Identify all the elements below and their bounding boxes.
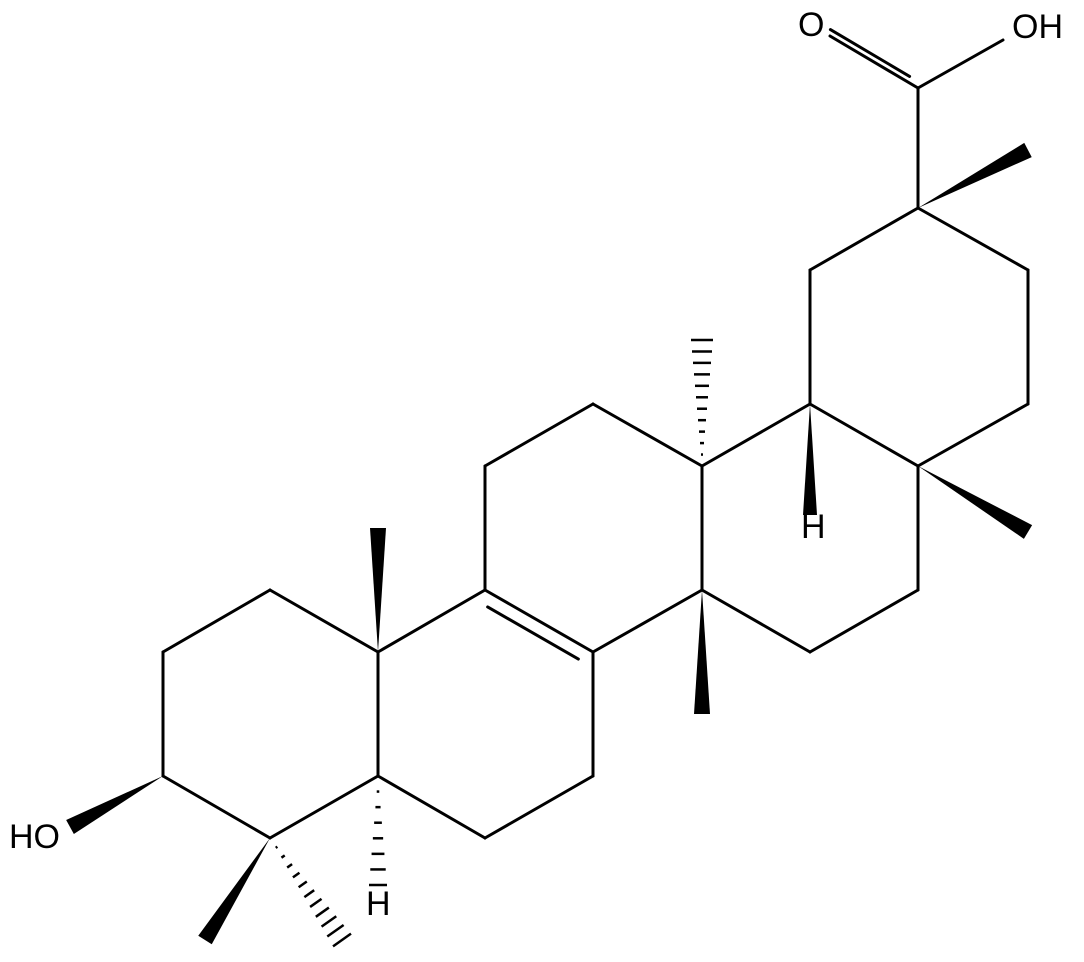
hydrogen-wedge-d3 <box>803 404 817 515</box>
methyl-wedge-c6 <box>694 590 710 714</box>
bond-a4-a5 <box>268 774 380 840</box>
methyl-wedge-e3 <box>918 142 1032 208</box>
bond-b3-b4 <box>483 588 595 654</box>
carbonyl-oxygen-label: O <box>798 6 824 44</box>
alcohol-hydroxyl-label: HO <box>9 818 60 856</box>
methyl-hash-a5-dash <box>320 915 337 928</box>
bond-e2-e3 <box>808 206 920 272</box>
methyl-hash-a5-dash <box>280 854 286 859</box>
methyl-hash-a5 <box>275 845 352 948</box>
stereo-h-right-label: H <box>801 508 826 546</box>
bond-b6-a4 <box>376 774 487 840</box>
methyl-hash-a5-dash <box>309 897 323 908</box>
bond-d6-c6 <box>700 588 812 654</box>
stereo-bonds <box>66 142 1033 948</box>
bond-cooh-oh <box>916 38 1005 90</box>
methyl-hash-c5 <box>691 338 713 456</box>
bond-c4-c5 <box>591 402 704 468</box>
bond-c3-c4 <box>483 402 595 468</box>
methyl-hash-a5-dash <box>292 871 301 879</box>
hydroxyl-wedge <box>66 776 163 835</box>
bond-a5-a6 <box>161 774 272 840</box>
bond-a2-a3 <box>268 588 380 654</box>
methyl-hash-a5-dash <box>297 880 308 889</box>
bond-b5-b6 <box>483 774 595 840</box>
bond-a3-b3 <box>376 588 487 654</box>
acid-hydroxyl-label: OH <box>1012 8 1063 46</box>
bond-e3-e4 <box>916 206 1030 272</box>
bond-e5-d4 <box>916 402 1030 468</box>
bond-lines <box>161 28 1030 840</box>
methyl-hash-a5-dash <box>286 863 293 869</box>
bond-a1-a2 <box>161 588 272 654</box>
bond-cooh-o1 <box>828 34 920 90</box>
bond-d3-d4 <box>808 402 920 468</box>
methyl-hash-a5-dash <box>326 923 345 938</box>
methyl-wedge-a5 <box>198 838 270 945</box>
methyl-hash-a5-dash <box>275 845 279 849</box>
hydrogen-hash-a4 <box>369 790 387 887</box>
methyl-hash-a5-dash <box>332 932 352 948</box>
bond-d5-d6 <box>808 588 920 654</box>
double-bond-cooh-o1 <box>828 28 912 78</box>
methyl-wedge-d4 <box>918 466 1033 539</box>
bond-c6-b4 <box>591 588 704 654</box>
double-bond-b3-b4 <box>486 605 580 661</box>
methyl-hash-a5-dash <box>303 889 315 899</box>
methyl-hash-a5-dash <box>315 906 330 918</box>
bond-c5-d3 <box>700 402 812 468</box>
stereo-h-left-label: H <box>366 885 391 923</box>
methyl-wedge-a3 <box>370 528 386 652</box>
